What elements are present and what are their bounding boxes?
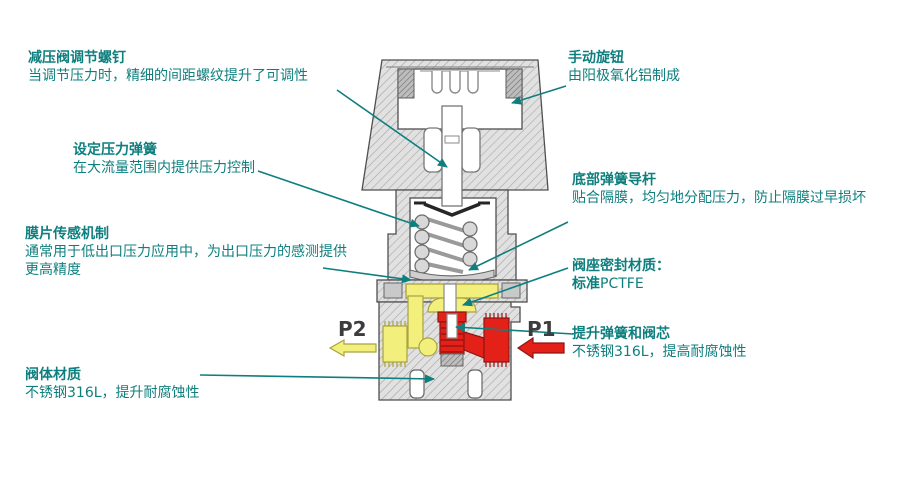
label-valve-body: 阀体材质 不锈钢316L，提升耐腐蚀性 — [25, 366, 285, 402]
label-adjust-screw-title: 减压阀调节螺钉 — [28, 50, 126, 66]
label-pressure-spring: 设定压力弹簧 在大流量范围内提供压力控制 — [73, 141, 333, 177]
outlet-passage — [382, 283, 477, 367]
line-poppet — [455, 323, 574, 335]
callout-lines — [199, 85, 574, 384]
label-spring-guide-title: 底部弹簧导杆 — [572, 172, 656, 188]
inlet-flow-arrow — [516, 336, 565, 360]
label-adjust-screw: 减压阀调节螺钉 当调节压力时，精细的间距螺纹提升了可调性 — [28, 49, 338, 85]
line-spring-guide — [468, 221, 569, 271]
label-poppet-title: 提升弹簧和阀芯 — [572, 326, 670, 342]
outlet-port-label: P2 — [338, 317, 367, 341]
label-spring-guide-body: 贴合隔膜，均匀地分配压力，防止隔膜过早损坏 — [572, 190, 866, 206]
label-adjust-screw-body: 当调节压力时，精细的间距螺纹提升了可调性 — [28, 68, 308, 84]
line-diaphragm — [322, 267, 412, 284]
line-seat-seal — [462, 267, 569, 307]
label-valve-body-body: 不锈钢316L，提升耐腐蚀性 — [25, 385, 200, 401]
label-seat-seal: 阀座密封材质： 标准PCTFE — [572, 257, 792, 293]
label-knob-body: 由阳极氧化铝制成 — [568, 68, 680, 84]
label-knob: 手动旋钮 由阳极氧化铝制成 — [568, 49, 788, 85]
line-valve-body — [199, 374, 435, 384]
label-pressure-spring-body: 在大流量范围内提供压力控制 — [73, 160, 255, 176]
line-pressure-spring — [257, 170, 420, 228]
label-poppet: 提升弹簧和阀芯 不锈钢316L，提高耐腐蚀性 — [572, 325, 852, 361]
inlet-poppet-assembly — [437, 311, 510, 367]
label-poppet-body: 不锈钢316L，提高耐腐蚀性 — [572, 344, 747, 360]
label-diaphragm: 膜片传感机制 通常用于低出口压力应用中，为出口压力的感测提供更高精度 — [25, 225, 347, 279]
label-seat-seal-title: 阀座密封材质： — [572, 258, 670, 274]
outlet-flow-arrow — [328, 338, 377, 358]
label-knob-title: 手动旋钮 — [568, 50, 624, 66]
label-valve-body-title: 阀体材质 — [25, 367, 81, 383]
line-adjust-screw — [336, 89, 448, 168]
label-diaphragm-title: 膜片传感机制 — [25, 226, 109, 242]
label-diaphragm-body: 通常用于低出口压力应用中，为出口压力的感测提供更高精度 — [25, 244, 347, 278]
adjusting-screw — [414, 105, 490, 217]
label-pressure-spring-title: 设定压力弹簧 — [73, 142, 157, 158]
line-knob — [511, 85, 567, 105]
inlet-port-label: P1 — [527, 317, 556, 341]
label-seat-seal-body: 标准PCTFE — [572, 276, 644, 292]
label-spring-guide: 底部弹簧导杆 贴合隔膜，均匀地分配压力，防止隔膜过早损坏 — [572, 171, 874, 207]
